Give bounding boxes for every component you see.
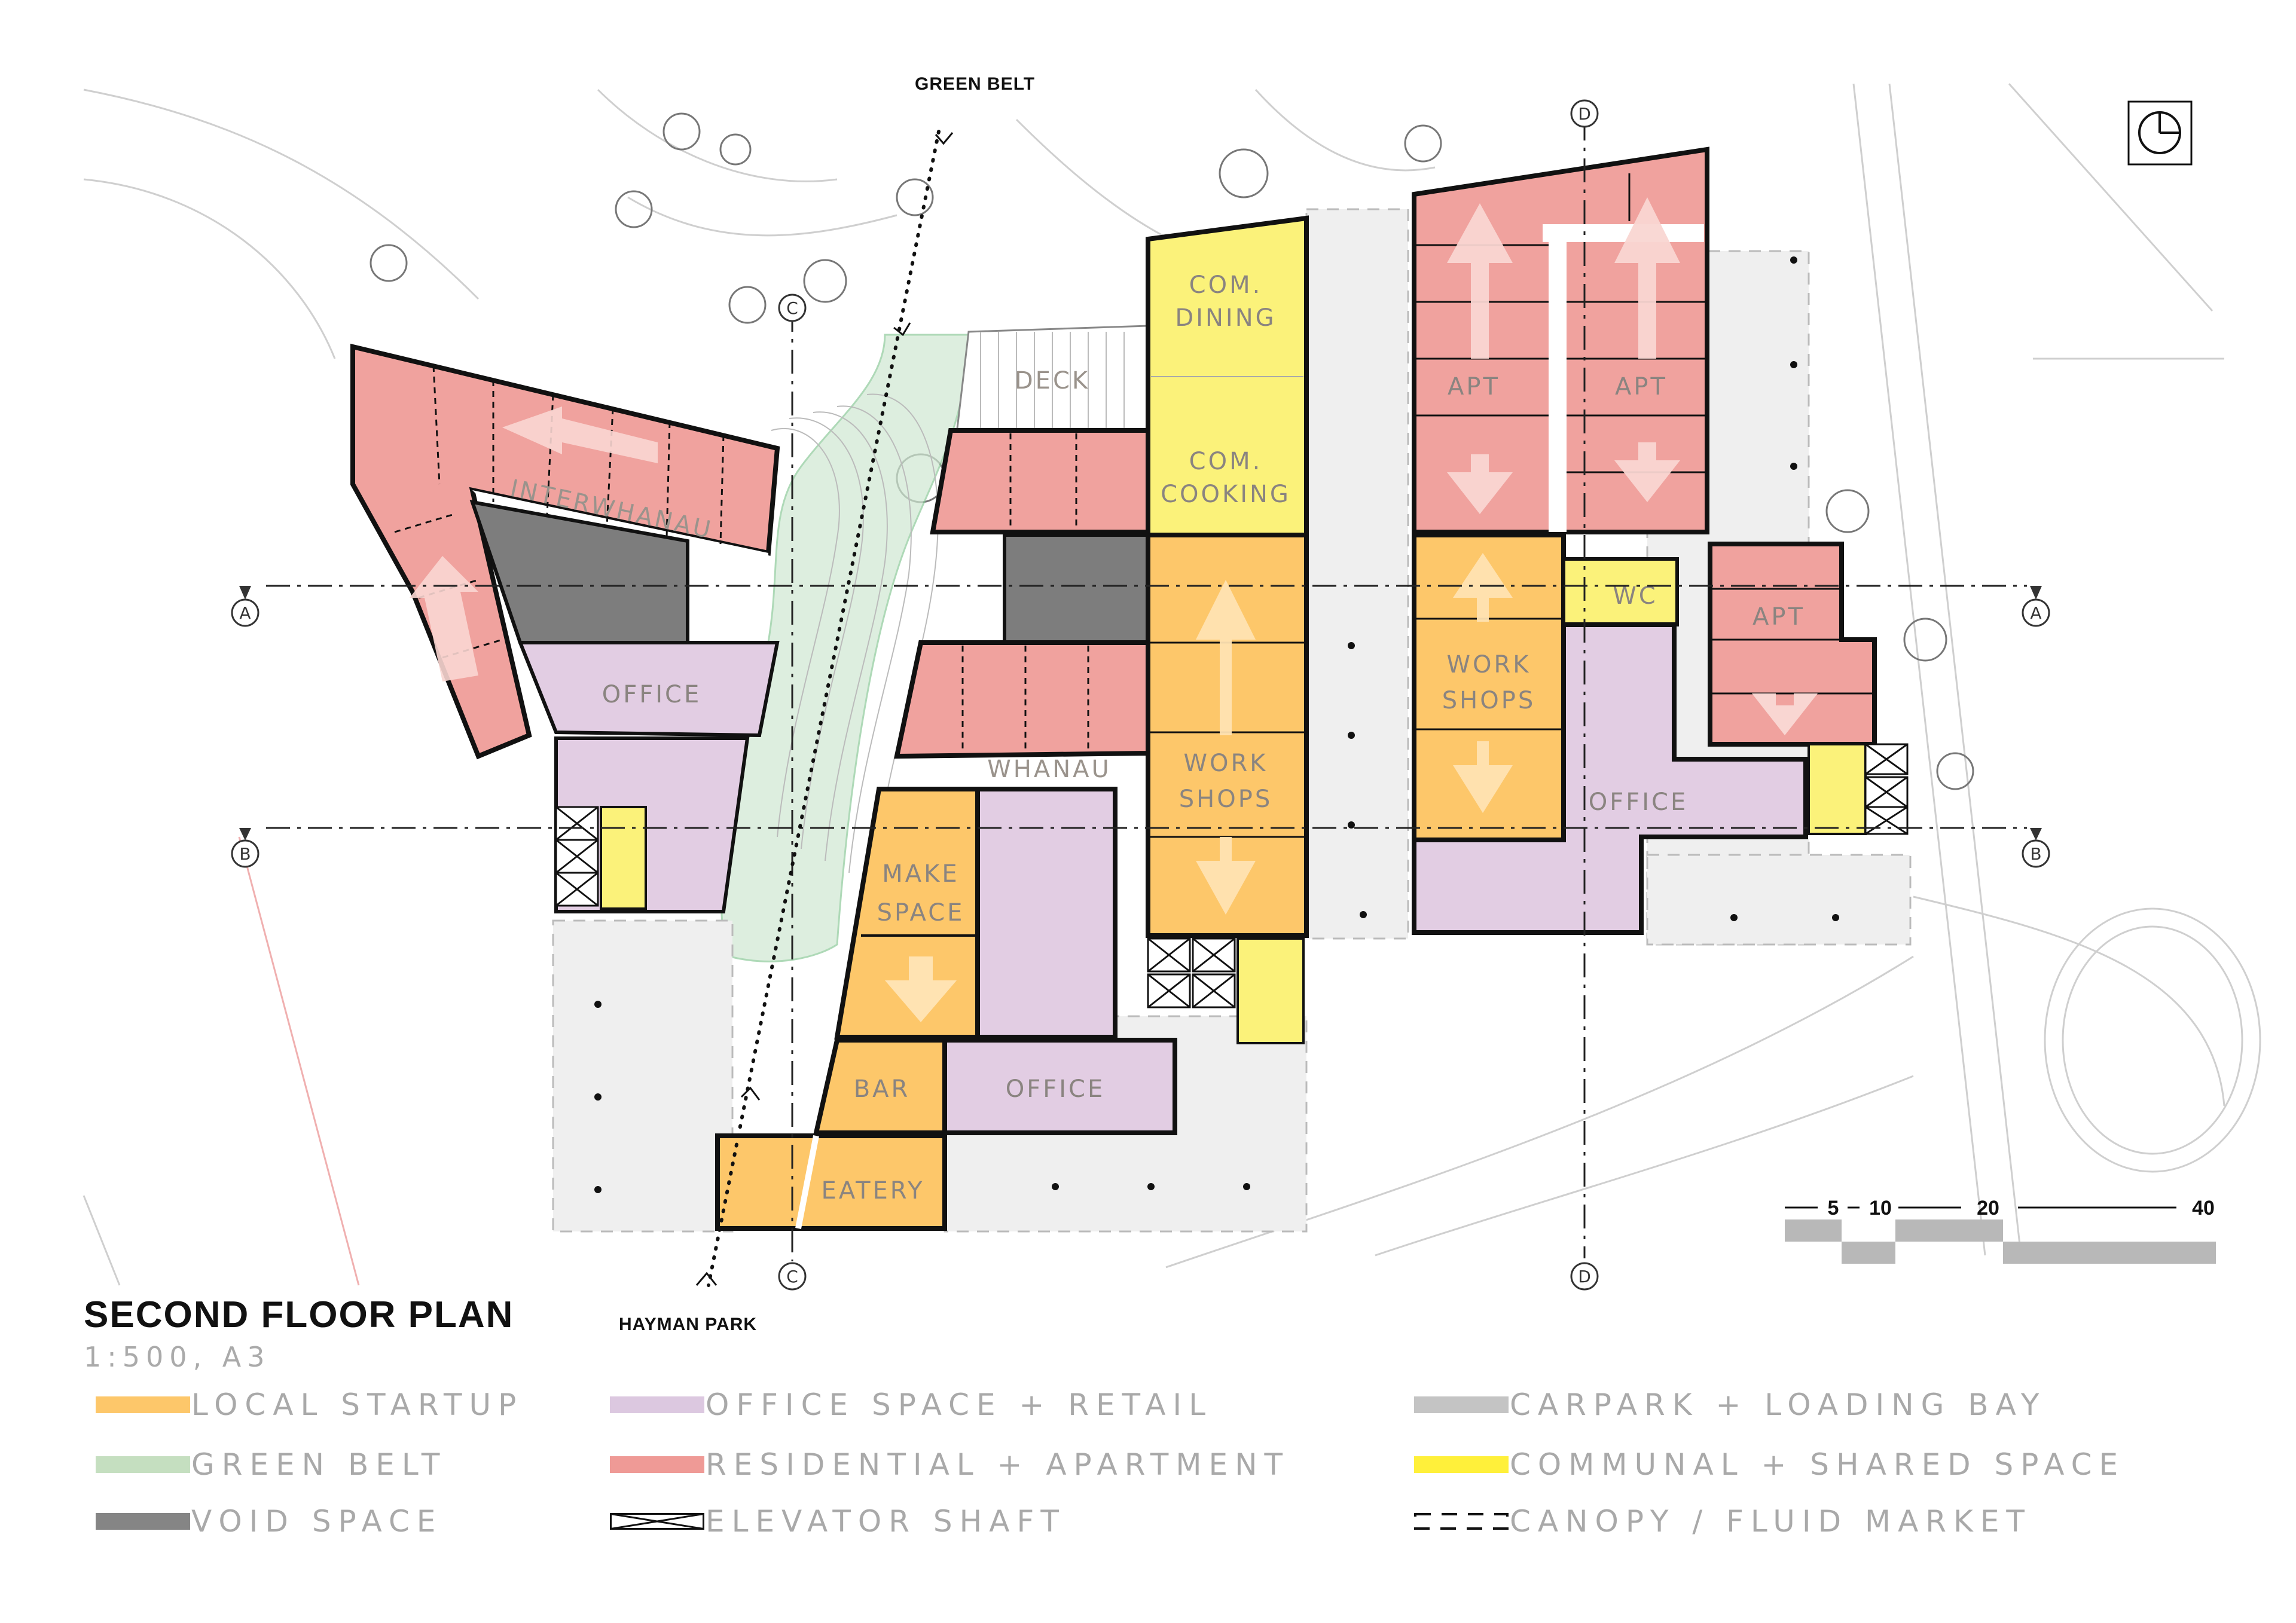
- com-dining-label-1: COM.: [1189, 271, 1263, 299]
- canopy-swatch-icon: [1414, 1513, 1509, 1530]
- east-communal: [1808, 743, 1867, 835]
- apt-label-1: APT: [1448, 373, 1500, 401]
- legend-label: CARPARK + LOADING BAY: [1510, 1387, 2047, 1422]
- central-wing: COM. DINING COM. COOKING WORK SHOPS MAKE…: [715, 215, 1309, 1231]
- central-residential-north: [930, 428, 1150, 534]
- legend-item-elevator: ELEVATOR SHAFT: [610, 1503, 1059, 1539]
- legend-label: VOID SPACE: [191, 1504, 443, 1539]
- west-office-label: OFFICE: [602, 681, 702, 708]
- com-cooking-label-2: COOKING: [1161, 481, 1291, 508]
- title-block: SECOND FLOOR PLAN 1:500, A3: [84, 1291, 801, 1375]
- grid-c-top: C: [786, 298, 798, 318]
- legend-item-local-startup: LOCAL STARTUP: [96, 1387, 516, 1423]
- central-elevator: [1147, 937, 1236, 1008]
- com-dining-label-2: DINING: [1175, 304, 1276, 332]
- legend-label: GREEN BELT: [191, 1447, 447, 1482]
- legend-swatch: [1414, 1396, 1509, 1413]
- legend-item-residential: RESIDENTIAL + APARTMENT: [610, 1447, 1283, 1483]
- legend: LOCAL STARTUP OFFICE SPACE + RETAIL CARP…: [96, 1387, 2188, 1566]
- whanau-label: WHANAU: [987, 756, 1112, 783]
- east-office-label: OFFICE: [1589, 788, 1689, 816]
- scale-20: 20: [1977, 1197, 1999, 1219]
- grid-d-top: D: [1578, 104, 1591, 124]
- hayman-park-annotation: HAYMAN PARK: [619, 1315, 757, 1334]
- legend-item-green-belt: GREEN BELT: [96, 1447, 439, 1483]
- legend-swatch: [610, 1456, 704, 1473]
- south-office-label: OFFICE: [1006, 1075, 1106, 1103]
- scale-bar: 5 10 20 40: [1785, 1197, 2216, 1264]
- legend-swatch: [610, 1396, 704, 1413]
- work-shops-east-label-1: WORK: [1446, 651, 1531, 678]
- apt-label-2: APT: [1615, 373, 1668, 401]
- green-belt-annotation: GREEN BELT: [915, 74, 1035, 94]
- legend-label: ELEVATOR SHAFT: [706, 1504, 1066, 1539]
- carpark-dots: [594, 256, 1839, 1193]
- east-elevator: [1864, 743, 1909, 835]
- legend-label: COMMUNAL + SHARED SPACE: [1510, 1447, 2126, 1482]
- central-void: [1003, 533, 1150, 644]
- legend-swatch: [96, 1456, 190, 1473]
- legend-label: OFFICE SPACE + RETAIL: [706, 1387, 1213, 1422]
- site-context: [83, 82, 2261, 1286]
- central-communal-south: [1236, 937, 1305, 1044]
- south-office-block: [942, 1038, 1177, 1135]
- east-wing: APT APT WORK SHOPS WC OFFICE APT: [1412, 146, 1909, 935]
- central-office-block: [975, 787, 1118, 1040]
- grid-c-bottom: C: [786, 1267, 798, 1286]
- work-shops-mid-label-2: SHOPS: [1179, 785, 1272, 813]
- scale-40: 40: [2192, 1197, 2215, 1219]
- west-communal: [600, 806, 647, 910]
- legend-item-office-retail: OFFICE SPACE + RETAIL: [610, 1387, 1205, 1423]
- grid-a-right: A: [2030, 603, 2041, 623]
- scale-5: 5: [1828, 1197, 1839, 1219]
- legend-label: RESIDENTIAL + APARTMENT: [706, 1447, 1290, 1482]
- work-shops-east-label-2: SHOPS: [1442, 687, 1535, 714]
- west-wing: INTERWHANAU OFFICE: [350, 343, 780, 913]
- make-space-label-1: MAKE: [882, 860, 959, 888]
- legend-item-communal: COMMUNAL + SHARED SPACE: [1414, 1447, 2118, 1483]
- eatery-block: [715, 1133, 947, 1231]
- grid-d-bottom: D: [1578, 1267, 1591, 1286]
- grid-b-right: B: [2030, 844, 2041, 864]
- work-shops-mid-label-1: WORK: [1183, 750, 1268, 777]
- apt-label-3: APT: [1752, 603, 1805, 631]
- eatery-label: EATERY: [822, 1177, 925, 1205]
- central-residential-south: [894, 640, 1150, 759]
- west-elevator: [555, 806, 599, 907]
- plan-title: SECOND FLOOR PLAN: [84, 1294, 514, 1335]
- legend-item-carpark: CARPARK + LOADING BAY: [1414, 1387, 2039, 1423]
- plan-scale-note: 1:500, A3: [84, 1341, 271, 1373]
- wc-label: WC: [1613, 582, 1657, 610]
- scale-10: 10: [1869, 1197, 1892, 1219]
- west-office-block: [517, 641, 780, 738]
- legend-label: CANOPY / FLUID MARKET: [1510, 1504, 2032, 1539]
- legend-item-canopy: CANOPY / FLUID MARKET: [1414, 1503, 2025, 1539]
- com-cooking-label-1: COM.: [1189, 448, 1263, 475]
- make-space-label-2: SPACE: [877, 899, 965, 927]
- east-office-block: [1412, 622, 1808, 935]
- wc-block: [1562, 557, 1679, 626]
- legend-swatch: [1414, 1456, 1509, 1473]
- north-arrow-icon: [2127, 100, 2193, 166]
- legend-label: LOCAL STARTUP: [191, 1387, 524, 1422]
- grid-b-left: B: [239, 844, 251, 864]
- elevator-shaft-swatch-icon: [610, 1513, 704, 1530]
- legend-swatch: [96, 1513, 190, 1530]
- section-grid: [266, 117, 2027, 1261]
- legend-swatch: [96, 1396, 190, 1413]
- deck-label: DECK: [1015, 367, 1090, 395]
- grid-a-left: A: [239, 603, 251, 623]
- grid-marker-tips: [239, 586, 2042, 840]
- bar-label: BAR: [854, 1075, 911, 1103]
- legend-item-void: VOID SPACE: [96, 1503, 435, 1539]
